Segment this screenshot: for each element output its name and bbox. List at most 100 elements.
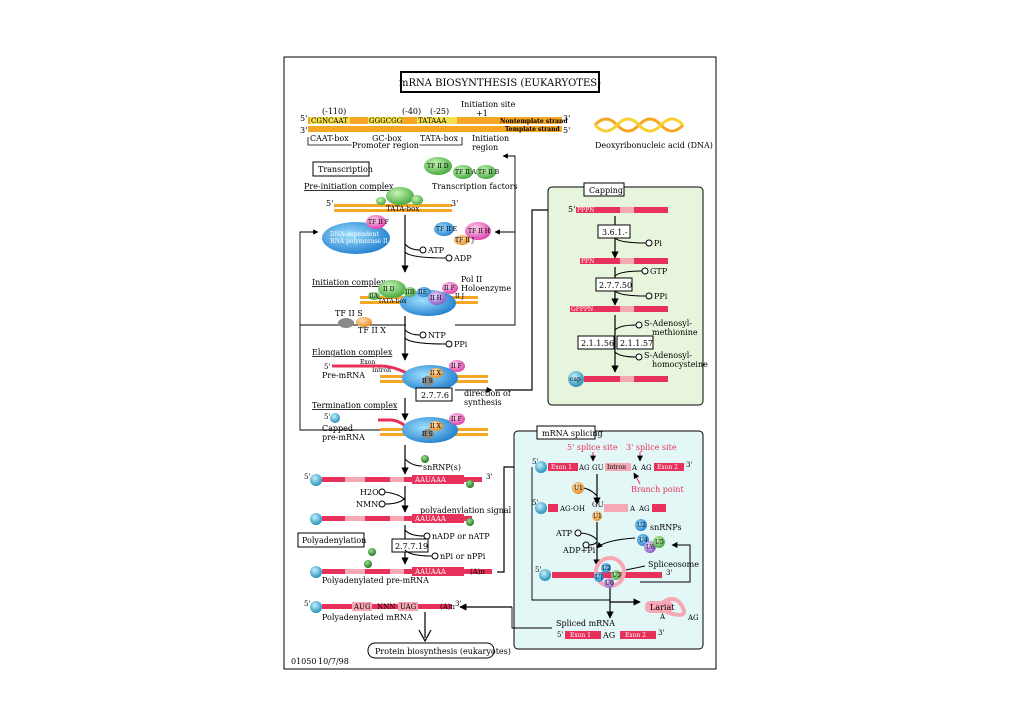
- elong-iif-label: II F: [451, 363, 462, 370]
- elong-to-capping: [495, 206, 563, 391]
- cap-sam-curve: [614, 324, 637, 331]
- term-iif-label: II F: [451, 416, 462, 423]
- tfiie-label: TF II E: [436, 226, 457, 233]
- nadp-curve: [404, 529, 425, 537]
- cap-ppi-label: PPi: [654, 292, 668, 301]
- mrna2-cap: [310, 513, 322, 525]
- sp3-3p: 3': [666, 569, 672, 577]
- pos-110: (-110): [322, 107, 346, 116]
- feedback-tf: [502, 153, 516, 232]
- tfiis-blob: [338, 318, 354, 328]
- pol2-label-1: DNA-dependent: [330, 231, 379, 238]
- snrnp-u6: [644, 541, 656, 553]
- nadp-node: [423, 532, 431, 540]
- snrnp-u2: [635, 519, 647, 531]
- snrnp-label: snRNP(s): [423, 463, 461, 472]
- nontemplate-label: Nontemplate strand: [500, 118, 568, 125]
- mrna3-bar: [322, 569, 492, 574]
- ppi-node: [445, 340, 453, 348]
- branch-arrow: [633, 472, 641, 485]
- u1-blob: [572, 482, 584, 494]
- elong-iix-label: II X: [430, 370, 442, 377]
- cap-ec1: 3.6.1.-: [602, 228, 628, 237]
- cap-pi-node: [645, 239, 653, 247]
- pol-holo-2: Holoenzyme: [461, 284, 511, 293]
- h2o-node: [378, 488, 386, 496]
- sp1-exon2-label: Exon 2: [657, 464, 678, 471]
- mrna1-seq: AAUAAA: [414, 476, 447, 484]
- dna-helix-2: [593, 117, 685, 133]
- mrna2-light-1: [345, 516, 365, 521]
- tfiij-blob: [454, 235, 470, 245]
- tfiie-blob: [434, 222, 454, 236]
- h2o-label: H2O: [360, 488, 379, 497]
- sp1-exon1: [548, 463, 578, 471]
- tfiib-label: TF II B: [478, 169, 500, 176]
- mrna4-uag-bg: [398, 602, 418, 611]
- elong-ec-box: [415, 387, 453, 402]
- sp-adp-label: ADP+Pi: [562, 546, 596, 555]
- sp3-u5: [611, 570, 621, 580]
- elong-5p: 5': [324, 363, 330, 371]
- spliced-5p: 5': [557, 631, 563, 639]
- cap-ec4: 2.1.1.57: [620, 339, 653, 348]
- tfiih-label: TF II H: [468, 228, 490, 235]
- preinit-label: Pre-initiation complex: [304, 182, 394, 191]
- tfiia-blob: [453, 165, 473, 179]
- sp1-ag: AG: [578, 464, 590, 472]
- preinit-dna-top: [334, 204, 452, 207]
- init-iif-blob: [442, 282, 458, 294]
- initiation-region-1: Initiation: [472, 134, 509, 143]
- mrna4-aug-bg: [352, 602, 372, 611]
- pos-25: (-25): [430, 107, 449, 116]
- cap-rna2-light: [620, 258, 634, 264]
- u1-label: U1: [574, 485, 583, 492]
- cap-rna3: [570, 306, 668, 312]
- ntp-node: [419, 331, 427, 339]
- lariat-a: A: [659, 613, 666, 621]
- protein-link[interactable]: Protein biosynthesis (eukaryotes): [375, 647, 511, 656]
- pa-premrna-label: Polyadenylated pre-mRNA: [322, 576, 429, 585]
- tfiif-label: TF II F: [368, 219, 389, 226]
- snrnp-u5-label: U5: [655, 539, 664, 546]
- term-cap: [330, 413, 340, 423]
- lariat-ag: AG: [687, 614, 699, 622]
- init-tata: TATA-box: [378, 298, 407, 305]
- term-iix-label: II X: [430, 423, 442, 430]
- splice-to-pa: [511, 607, 552, 629]
- nmn-curve: [384, 497, 406, 505]
- gc-highlight: [368, 117, 402, 124]
- cap-sah-curve: [614, 351, 637, 358]
- tata-highlight: [417, 117, 457, 124]
- preinit-tata: TATA-box: [386, 205, 419, 213]
- cap-5p: 5': [568, 205, 575, 214]
- mrna1-light-1: [345, 477, 365, 482]
- spliceosome-label: Spliceosome: [648, 560, 699, 569]
- tfiib-blob: [476, 165, 496, 179]
- elong-intron: Intron: [372, 367, 391, 374]
- sp2-intron: [604, 504, 628, 512]
- sp1-gu: GU: [592, 464, 604, 472]
- cap-sah-node: [635, 353, 643, 361]
- init-iih-blob: [428, 291, 446, 305]
- protein-box[interactable]: [367, 642, 495, 659]
- mrna2-light-2: [390, 516, 404, 521]
- title-box: [400, 71, 600, 93]
- u1-curve: [583, 487, 598, 497]
- sp1-intron-label: Intron: [607, 464, 626, 471]
- mrna4-bar: [322, 604, 452, 609]
- mrna1-cap: [310, 474, 322, 486]
- sp1-ag2: AG: [640, 464, 652, 472]
- sp3-u5-label: U5: [612, 572, 621, 579]
- term-iis-blob: [422, 429, 434, 439]
- adp-node: [445, 254, 453, 262]
- cap-final-blob: [568, 371, 584, 387]
- splicing-box: [536, 425, 596, 440]
- sp-atp-curve: [580, 532, 598, 541]
- nmn-label: NMN: [356, 500, 378, 509]
- mrna3-light-1: [345, 569, 365, 574]
- sp2-agoh: AG-OH: [559, 505, 585, 513]
- cap-sam-2: methionine: [652, 328, 698, 337]
- mrna3-seq: AAUAAA: [414, 568, 447, 576]
